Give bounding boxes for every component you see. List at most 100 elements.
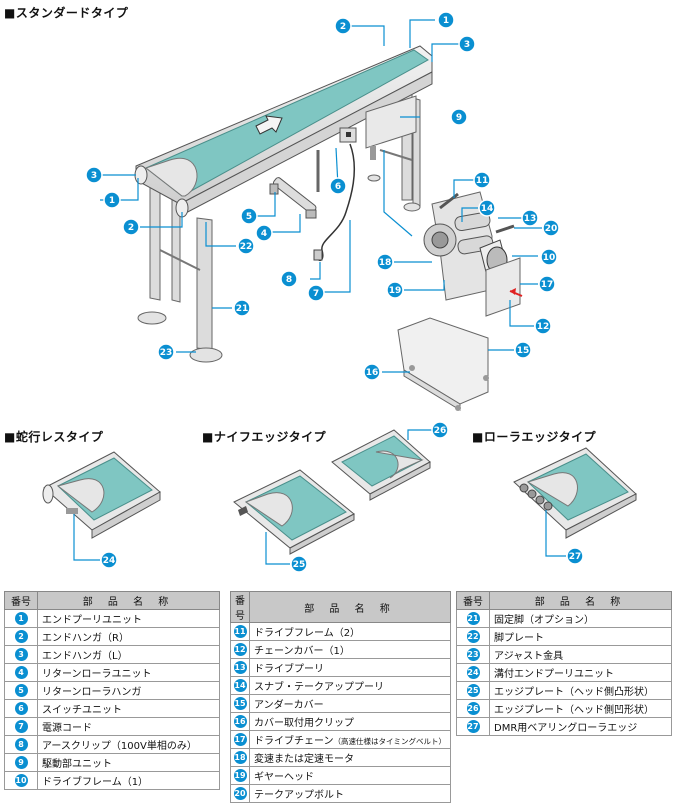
- svg-text:14: 14: [481, 204, 494, 214]
- callout-3: 3: [85, 166, 103, 184]
- callout-16: 16: [363, 363, 381, 381]
- row-number-badge: 9: [14, 756, 28, 769]
- row-number-badge: 18: [233, 751, 247, 764]
- callout-5: 5: [240, 207, 258, 225]
- callout-18: 18: [376, 253, 394, 271]
- table-row: 26 エッジプレート（ヘッド側凹形状）: [456, 699, 672, 718]
- svg-text:19: 19: [389, 286, 402, 296]
- callout-13: 13: [521, 209, 539, 227]
- row-number-badge: 11: [233, 625, 247, 638]
- callout-26: 26: [431, 421, 449, 439]
- part-name: エンドハンガ（R）: [37, 627, 220, 646]
- drive-assembly: [382, 179, 542, 411]
- svg-text:12: 12: [537, 322, 550, 332]
- svg-text:17: 17: [541, 280, 554, 290]
- row-number-badge: 8: [14, 738, 28, 751]
- svg-text:9: 9: [456, 113, 462, 123]
- part-name: アンダーカバー: [249, 694, 451, 713]
- table-row: 21 固定脚（オプション）: [456, 609, 672, 628]
- callout-20: 20: [542, 219, 560, 237]
- row-number-badge: 12: [233, 643, 247, 656]
- col-header-no: 番号: [4, 591, 38, 610]
- part-name: リターンローラユニット: [37, 663, 220, 682]
- row-number-badge: 15: [233, 697, 247, 710]
- svg-text:2: 2: [340, 22, 346, 32]
- callout-6: 6: [329, 177, 347, 195]
- svg-text:22: 22: [240, 242, 253, 252]
- knife-edge-conveyor: [233, 429, 432, 565]
- svg-text:1: 1: [109, 196, 115, 206]
- row-number-badge: 10: [14, 774, 28, 787]
- svg-text:7: 7: [313, 289, 319, 299]
- part-name: ドライブフレーム（2）: [249, 622, 451, 641]
- part-name: 固定脚（オプション）: [489, 609, 672, 628]
- row-number-badge: 1: [14, 612, 28, 625]
- part-name: スイッチユニット: [37, 699, 220, 718]
- col-header-name: 部 品 名 称: [37, 591, 220, 610]
- svg-text:2: 2: [128, 223, 134, 233]
- section-title-knife-edge: ■ナイフエッジタイプ: [202, 430, 327, 444]
- part-name: 電源コード: [37, 717, 220, 736]
- table-row: 17 ドライブチェーン（高速仕様はタイミングベルト）: [230, 730, 451, 749]
- svg-text:25: 25: [293, 560, 306, 570]
- callout-10: 10: [540, 248, 558, 266]
- callout-3: 3: [458, 35, 476, 53]
- callout-2: 2: [122, 218, 140, 236]
- row-number-badge: 5: [14, 684, 28, 697]
- row-number-badge: 24: [466, 666, 480, 679]
- part-name: エッジプレート（ヘッド側凹形状）: [489, 699, 672, 718]
- svg-text:4: 4: [261, 229, 267, 239]
- col-header-name: 部 品 名 称: [249, 591, 451, 623]
- snakeless-conveyor: [42, 451, 161, 561]
- row-number-badge: 26: [466, 702, 480, 715]
- svg-text:13: 13: [524, 214, 537, 224]
- part-name: エンドハンガ（L）: [37, 645, 220, 664]
- part-name: ドライブフレーム（1）: [37, 771, 220, 790]
- callout-21: 21: [233, 299, 251, 317]
- part-name: アジャスト金具: [489, 645, 672, 664]
- row-number-badge: 21: [466, 612, 480, 625]
- roller-edge-conveyor: [513, 447, 637, 557]
- table-row: 2 エンドハンガ（R）: [4, 627, 220, 646]
- callout-1: 1: [103, 191, 121, 209]
- row-number-badge: 2: [14, 630, 28, 643]
- part-name-note: （高速仕様はタイミングベルト）: [333, 737, 447, 746]
- callout-25: 25: [290, 555, 308, 573]
- svg-text:18: 18: [379, 258, 392, 268]
- conveyor-exploded-diagram: 1 1 2 2 3 3 4 5 6 7 8 9 10 11 12 13 14 1…: [42, 11, 637, 573]
- row-number-badge: 17: [233, 733, 247, 746]
- part-name: スナブ・テークアッププーリ: [249, 676, 451, 695]
- callout-badges: 1 1 2 2 3 3 4 5 6 7 8 9 10 11 12 13 14 1…: [85, 11, 584, 573]
- table-row: 6 スイッチユニット: [4, 699, 220, 718]
- callout-19: 19: [386, 281, 404, 299]
- callout-22: 22: [237, 237, 255, 255]
- svg-text:16: 16: [366, 368, 379, 378]
- svg-text:1: 1: [443, 16, 449, 26]
- part-name-text: ドライブチェーン: [254, 736, 334, 747]
- row-number-badge: 6: [14, 702, 28, 715]
- col-header-no: 番号: [456, 591, 490, 610]
- callout-11: 11: [473, 171, 491, 189]
- part-name: 変速または定速モータ: [249, 748, 451, 767]
- callout-23: 23: [157, 343, 175, 361]
- row-number-badge: 27: [466, 720, 480, 733]
- col-header-no: 番号: [230, 591, 250, 623]
- row-number-badge: 19: [233, 769, 247, 782]
- svg-text:24: 24: [103, 556, 116, 566]
- part-name: 脚プレート: [489, 627, 672, 646]
